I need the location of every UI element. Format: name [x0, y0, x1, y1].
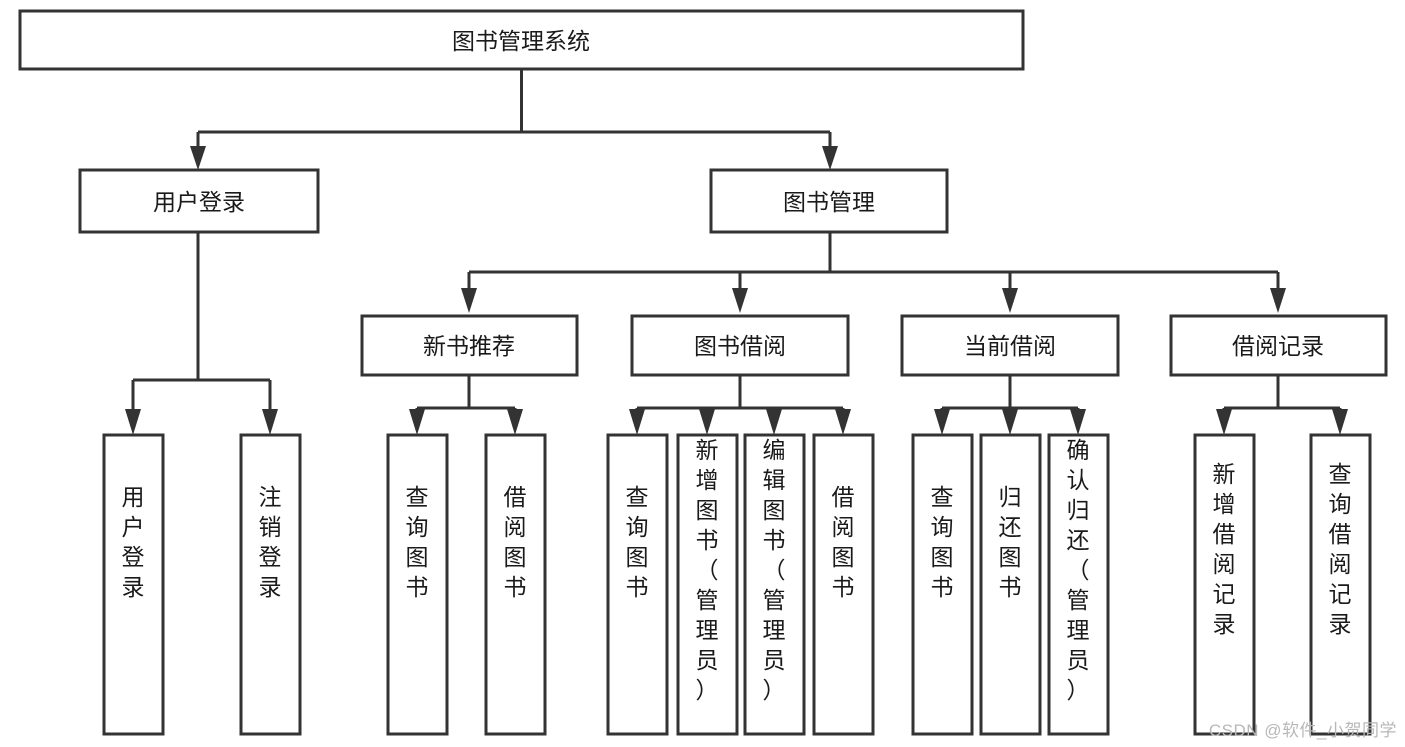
node-borrow-record[interactable]: 借阅记录 [1169, 314, 1388, 377]
leaf-query-book-1-label: 查询图书 [406, 484, 429, 600]
arrow-head-book-management [822, 146, 838, 170]
leaf-query-book-3-label: 查询图书 [931, 484, 954, 600]
leaf-borrow-book-2[interactable]: 借阅图书 [812, 433, 875, 736]
leaf-query-record-box[interactable] [1309, 433, 1372, 736]
node-book-management[interactable]: 图书管理 [709, 168, 949, 234]
node-current-borrow-box[interactable] [900, 314, 1120, 377]
leaf-query-record-label: 查询借阅记录 [1329, 461, 1352, 637]
arrow-head-leaf-return-book [1002, 409, 1018, 435]
arrow-head-leaf-add-record [1216, 409, 1232, 435]
node-new-book-recommend-box[interactable] [360, 314, 579, 377]
leaf-confirm-return-label: 确认归还（管理员） [1067, 437, 1090, 703]
node-current-borrow-label: 当前借阅 [964, 333, 1056, 359]
leaf-query-book-1-box[interactable] [386, 433, 449, 736]
arrow-head-current-borrow [1002, 288, 1018, 313]
leaf-edit-book-label: 编辑图书（管理员） [763, 437, 786, 703]
connector-group-book-management [461, 232, 1286, 313]
arrow-head-leaf-borrow-book-2 [835, 409, 851, 435]
leaf-borrow-book-1-label: 借阅图书 [504, 484, 527, 600]
connector-group-user-login [125, 232, 278, 435]
connector-group-current-borrow [934, 375, 1086, 435]
node-book-borrow[interactable]: 图书借阅 [630, 314, 850, 377]
arrow-head-leaf-query-book-2 [629, 409, 645, 435]
arrow-head-leaf-logout [262, 409, 278, 435]
arrow-head-leaf-edit-book [766, 409, 782, 435]
leaf-logout-box[interactable] [239, 433, 302, 736]
node-user-login-label: 用户登录 [153, 189, 245, 215]
node-borrow-record-box[interactable] [1169, 314, 1388, 377]
leaf-query-book-2-label: 查询图书 [626, 484, 649, 600]
leaf-query-book-3-box[interactable] [911, 433, 974, 736]
arrow-head-leaf-query-book-1 [409, 409, 425, 435]
arrow-head-book-borrow [732, 288, 748, 313]
leaf-user-login[interactable]: 用户登录 [102, 433, 165, 736]
leaf-borrow-book-1-box[interactable] [484, 433, 547, 736]
node-new-book-recommend[interactable]: 新书推荐 [360, 314, 579, 377]
leaf-query-record[interactable]: 查询借阅记录 [1309, 433, 1372, 736]
arrow-head-borrow-record [1270, 288, 1286, 313]
leaf-borrow-book-2-label: 借阅图书 [832, 484, 855, 600]
arrow-head-leaf-user-login [125, 409, 141, 435]
leaf-edit-book[interactable]: 编辑图书（管理员） [743, 433, 806, 736]
leaf-add-record-label: 新增借阅记录 [1213, 461, 1236, 637]
leaf-add-book-label: 新增图书（管理员） [696, 437, 719, 703]
connector-group-book-borrow [629, 375, 851, 435]
node-borrow-record-label: 借阅记录 [1232, 333, 1324, 359]
leaf-query-book-1[interactable]: 查询图书 [386, 433, 449, 736]
node-root-label: 图书管理系统 [452, 28, 590, 54]
leaf-logout-label: 注销登录 [259, 484, 282, 600]
node-user-login[interactable]: 用户登录 [78, 168, 320, 234]
node-root[interactable]: 图书管理系统 [18, 9, 1025, 71]
leaf-borrow-book-2-box[interactable] [812, 433, 875, 736]
node-book-borrow-label: 图书借阅 [694, 333, 786, 359]
leaf-query-book-2-box[interactable] [606, 433, 669, 736]
leaf-query-book-3[interactable]: 查询图书 [911, 433, 974, 736]
leaf-return-book-box[interactable] [979, 433, 1042, 736]
leaf-edit-book-box[interactable] [743, 433, 806, 736]
node-current-borrow[interactable]: 当前借阅 [900, 314, 1120, 377]
leaf-add-record[interactable]: 新增借阅记录 [1193, 433, 1256, 736]
leaf-add-book[interactable]: 新增图书（管理员） [676, 433, 739, 736]
leaf-add-book-box[interactable] [676, 433, 739, 736]
node-book-management-box[interactable] [709, 168, 949, 234]
node-user-login-box[interactable] [78, 168, 320, 234]
leaf-user-login-box[interactable] [102, 433, 165, 736]
connector-group-new-book-recommend [409, 375, 523, 435]
arrow-head-leaf-query-record [1332, 409, 1348, 435]
connector-group-borrow-record [1216, 375, 1348, 435]
arrow-head-leaf-add-book [699, 409, 715, 435]
leaf-return-book[interactable]: 归还图书 [979, 433, 1042, 736]
leaf-query-book-2[interactable]: 查询图书 [606, 433, 669, 736]
leaf-user-login-label: 用户登录 [122, 484, 145, 600]
leaf-confirm-return[interactable]: 确认归还（管理员） [1047, 433, 1110, 736]
arrow-head-leaf-query-book-3 [934, 409, 950, 435]
arrow-head-leaf-borrow-book-1 [507, 409, 523, 435]
node-new-book-recommend-label: 新书推荐 [423, 333, 515, 359]
arrow-head-new-book-recommend [461, 288, 477, 313]
leaf-add-record-box[interactable] [1193, 433, 1256, 736]
node-book-borrow-box[interactable] [630, 314, 850, 377]
leaf-confirm-return-box[interactable] [1047, 433, 1110, 736]
leaf-logout[interactable]: 注销登录 [239, 433, 302, 736]
arrow-head-user-login [190, 146, 206, 170]
node-book-management-label: 图书管理 [783, 189, 875, 215]
leaf-borrow-book-1[interactable]: 借阅图书 [484, 433, 547, 736]
node-root-box[interactable] [18, 9, 1025, 71]
leaf-return-book-label: 归还图书 [999, 484, 1022, 600]
connector-group-root [190, 69, 838, 170]
arrow-head-leaf-confirm-return [1070, 409, 1086, 435]
